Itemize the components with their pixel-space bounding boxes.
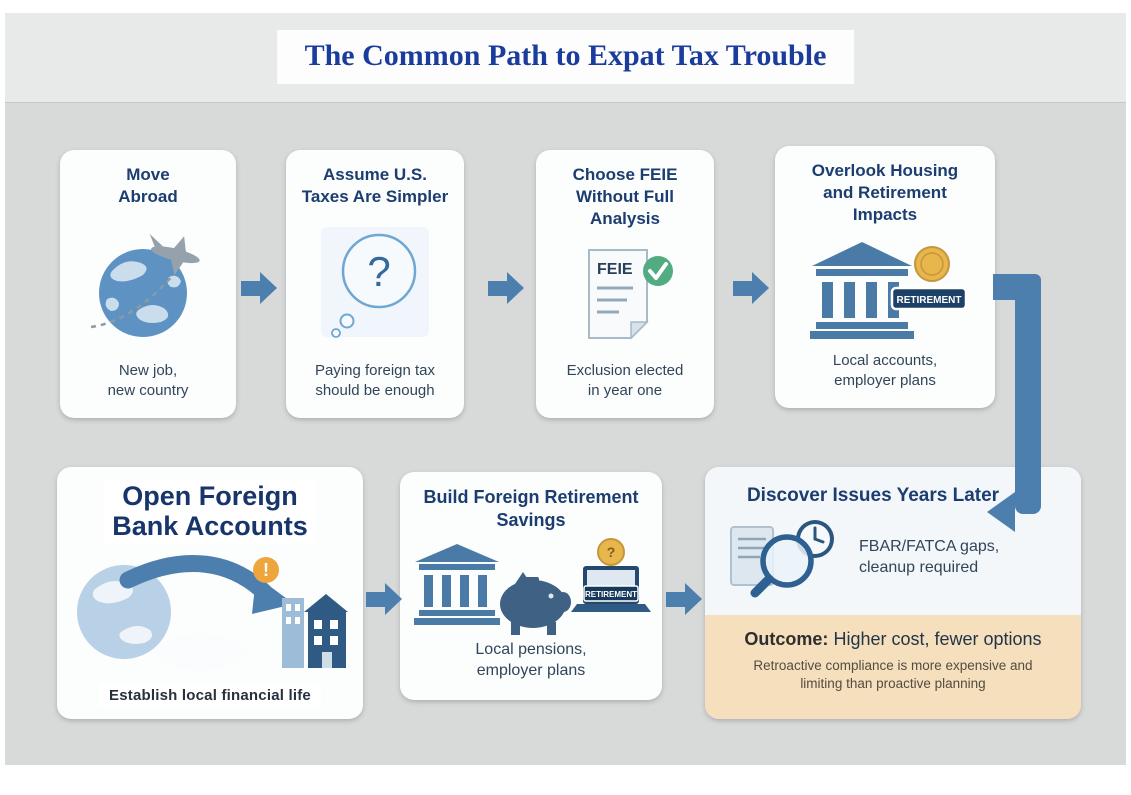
magnifier-clock-icon bbox=[725, 513, 845, 606]
flow-arrow-2-icon bbox=[488, 272, 524, 304]
question-mark: ? bbox=[367, 248, 390, 295]
outcome-panel: Outcome: Higher cost, fewer options Retr… bbox=[705, 615, 1081, 719]
bank-icon bbox=[414, 544, 500, 626]
thought-bubble-question-icon: ? bbox=[319, 208, 431, 362]
step-title: Choose FEIE Without Full Analysis bbox=[572, 165, 678, 228]
step-card-overlook-housing: Overlook Housing and Retirement Impacts bbox=[775, 146, 995, 408]
buildings-icon bbox=[282, 593, 348, 668]
feie-label: FEIE bbox=[597, 261, 633, 278]
step-title: Overlook Housing and Retirement Impacts bbox=[811, 161, 959, 224]
bank-retirement-icon: RETIREMENT bbox=[800, 225, 970, 351]
bank-piggy-laptop-icon: ? RETIREMENT bbox=[411, 532, 651, 640]
flow-arrow-1-icon bbox=[241, 272, 277, 304]
step-subtitle: Establish local financial life bbox=[99, 684, 321, 707]
outcome-headline: Higher cost, fewer options bbox=[833, 629, 1042, 649]
step-subtitle: Paying foreign tax should be enough bbox=[314, 362, 436, 399]
step-title: Assume U.S. Taxes Are Simpler bbox=[301, 165, 449, 206]
step-title: Discover Issues Years Later bbox=[746, 485, 1000, 506]
step-card-assume-simpler: Assume U.S. Taxes Are Simpler ? Paying f… bbox=[286, 150, 464, 418]
step-subtitle: Local accounts, employer plans bbox=[832, 352, 938, 389]
step-subtitle: New job, new country bbox=[107, 362, 189, 399]
outcome-label: Outcome: bbox=[744, 629, 829, 649]
step-card-open-foreign-accounts: Open Foreign Bank Accounts ! bbox=[57, 467, 363, 719]
coin-icon bbox=[914, 246, 950, 283]
retirement-label: RETIREMENT bbox=[897, 295, 962, 306]
feie-document-check-icon: FEIE bbox=[569, 229, 681, 361]
step-title: Move Abroad bbox=[118, 165, 178, 206]
connector-arrowhead-icon bbox=[987, 492, 1015, 532]
check-badge-icon bbox=[643, 256, 673, 287]
retirement-badge: RETIREMENT bbox=[890, 286, 968, 311]
step-card-build-foreign-retirement: Build Foreign Retirement Savings bbox=[400, 472, 662, 700]
globe-buildings-icon: ! bbox=[68, 543, 352, 684]
airplane-icon bbox=[149, 234, 200, 276]
step-subtitle: FBAR/FATCA gaps, cleanup required bbox=[859, 537, 1000, 576]
step-card-discover-issues: Discover Issues Years Later bbox=[705, 467, 1081, 719]
step-card-choose-feie: Choose FEIE Without Full Analysis FEIE E… bbox=[536, 150, 714, 418]
step-title: Open Foreign Bank Accounts bbox=[104, 479, 316, 544]
page-title: The Common Path to Expat Tax Trouble bbox=[304, 39, 827, 72]
piggy-bank-icon bbox=[500, 572, 571, 636]
warning-icon: ! bbox=[253, 556, 279, 583]
globe-airplane-icon bbox=[85, 208, 211, 362]
flow-arrow-6-icon bbox=[666, 583, 702, 615]
step-card-move-abroad: Move Abroad New job, new country bbox=[60, 150, 236, 418]
coin-question-label: ? bbox=[607, 544, 616, 560]
step-subtitle: Exclusion elected in year one bbox=[566, 362, 684, 399]
exclamation-label: ! bbox=[263, 560, 269, 580]
magnifier-icon bbox=[750, 534, 814, 598]
laptop-retirement-icon: ? RETIREMENT bbox=[571, 538, 651, 613]
outcome-line: Outcome: Higher cost, fewer options bbox=[705, 629, 1081, 650]
retirement-label: RETIREMENT bbox=[585, 590, 637, 599]
flow-arrow-5-icon bbox=[366, 583, 402, 615]
connector-arrow-vertical bbox=[1015, 274, 1041, 514]
outcome-detail: Retroactive compliance is more expensive… bbox=[753, 658, 1033, 692]
step-title: Build Foreign Retirement Savings bbox=[423, 487, 639, 531]
flow-arrow-3-icon bbox=[733, 272, 769, 304]
step-subtitle: Local pensions, employer plans bbox=[475, 641, 587, 680]
title-bar: The Common Path to Expat Tax Trouble bbox=[276, 30, 855, 84]
